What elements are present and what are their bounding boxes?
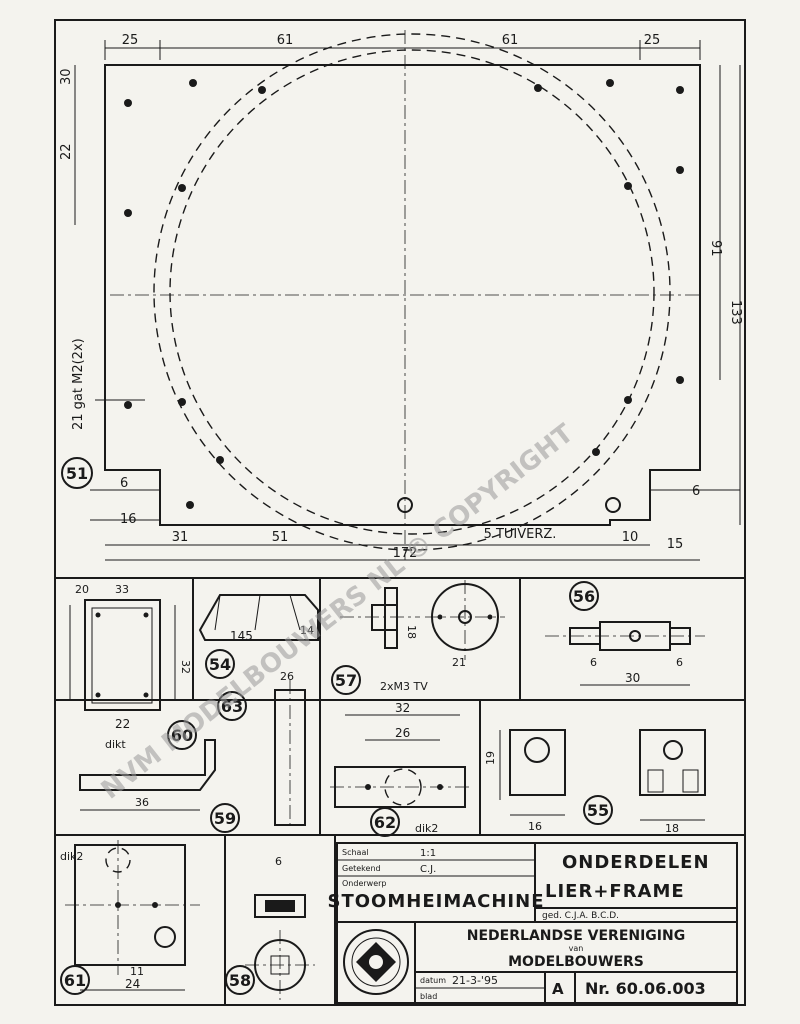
label-project: Onderwerp [342,879,387,888]
label-scale: Schaal [342,848,369,857]
p60-dim-1: 20 [75,583,89,596]
title-block: Schaal 1:1 Getekend C.J. Onderwerp STOOM… [328,842,738,1004]
p56-dim-3: 6 [676,656,683,669]
dim-bottom-3: 10 [622,530,639,545]
p62-dim-1: 32 [395,701,410,715]
svg-text:57: 57 [335,671,357,690]
inner-dash-circle [169,49,655,535]
part-59: 36 59 [79,739,240,833]
dim-small-right-1: 6 [692,484,700,499]
part-60: 20 33 32 22 dikt 60 [69,583,197,751]
dim-total: 172 [393,546,418,561]
org-line-1: NEDERLANDSE VERENIGING [467,928,685,944]
dim-bottom-4: 15 [667,537,684,552]
p60-dim-4: 22 [115,717,130,731]
svg-text:61: 61 [64,971,86,990]
p62-dim-3: dik2 [415,822,438,835]
project-name: STOOMHEIMACHINE [328,891,545,912]
svg-text:54: 54 [209,655,231,674]
dim-bottom-2: 51 [272,530,289,545]
dim-bottom-1: 31 [172,530,189,545]
sheet-value: A [552,980,564,998]
sheet-label: blad [420,992,437,1001]
p58-dim-1: 6 [275,855,282,868]
dim-top-2: 61 [277,33,294,48]
plate-outline [104,64,701,526]
p62-dim-2: 26 [395,726,410,740]
svg-text:63: 63 [221,697,243,716]
dim-small-left-2: 16 [120,512,137,527]
p56-dim-1: 30 [625,671,640,685]
p61-dim-1: dik2 [60,850,83,863]
p61-dim-2: 11 [130,965,144,978]
nvm-logo [343,929,409,995]
dim-top-1: 25 [122,33,139,48]
part-57: 18 21 2xM3 TV 57 [331,580,505,695]
p61-dim-3: 24 [125,977,140,991]
p55-dim-2: 16 [528,820,542,833]
org-line-2: van [569,944,584,953]
p59-dim-1: 36 [135,796,149,809]
svg-text:59: 59 [214,809,236,828]
part-62: 32 26 dik2 62 [330,701,470,837]
main-plate-dims: 25 61 61 25 31 51 10 15 172 91 133 30 22… [59,33,743,561]
note-bottom: 5 TUIVERZ. [484,527,557,542]
part-label-51: 51 [61,457,93,489]
main-plate [74,30,741,561]
org-line-3: MODELBOUWERS [508,954,644,970]
svg-text:51: 51 [66,464,88,483]
bolt-holes [124,79,684,513]
date-label: datum [420,976,446,985]
part-58: 6 58 [225,855,315,1000]
part-56: 30 6 6 56 [545,581,705,686]
drawing-number: Nr. 60.06.003 [585,979,706,998]
dim-left-2: 22 [59,143,74,160]
p63-dim-1: 26 [280,670,294,683]
p54-dim-1: 145 [230,629,253,643]
dim-left-1: 30 [59,68,74,85]
sheet-border [54,19,746,1006]
value-scale: 1:1 [420,848,436,859]
part-54: 145 14 54 [198,594,319,679]
subtitle: ged. C.J.A. B.C.D. [542,911,619,921]
title-line-2: LIER+FRAME [545,881,685,902]
dim-top-3: 61 [502,33,519,48]
part-55: 19 16 18 55 [484,729,706,835]
p60-dim-5: dikt [105,738,126,751]
label-drawn: Getekend [342,864,381,873]
p60-dim-3: 32 [179,660,192,674]
p57-dim-1: 18 [405,625,418,639]
p57-dim-3: 2xM3 TV [380,680,428,693]
p56-dim-2: 6 [590,656,597,669]
title-line-1: ONDERDELEN [562,852,710,873]
value-drawn: C.J. [420,864,436,875]
svg-text:58: 58 [229,971,251,990]
part-61: dik2 11 24 61 [60,840,200,995]
dim-right-2: 133 [728,300,743,325]
svg-text:60: 60 [171,726,193,745]
dim-top-4: 25 [644,33,661,48]
p55-dim-1: 19 [484,751,497,765]
svg-text:55: 55 [587,801,609,820]
p57-dim-2: 21 [452,656,466,669]
p60-dim-2: 33 [115,583,129,596]
note-left: 21 gat M2(2x) [71,338,86,430]
p55-dim-3: 18 [665,822,679,835]
svg-text:56: 56 [573,587,595,606]
svg-text:62: 62 [374,813,396,832]
dim-right-1: 91 [708,240,723,257]
watermark: NVM MODELBOUWERS NL © COPYRIGHT [96,418,580,805]
outer-dash-circle [153,33,671,551]
dim-small-left-1: 6 [120,476,128,491]
p54-dim-2: 14 [300,624,314,637]
date-value: 21-3-'95 [452,974,498,987]
part-63: 26 63 [217,670,306,830]
